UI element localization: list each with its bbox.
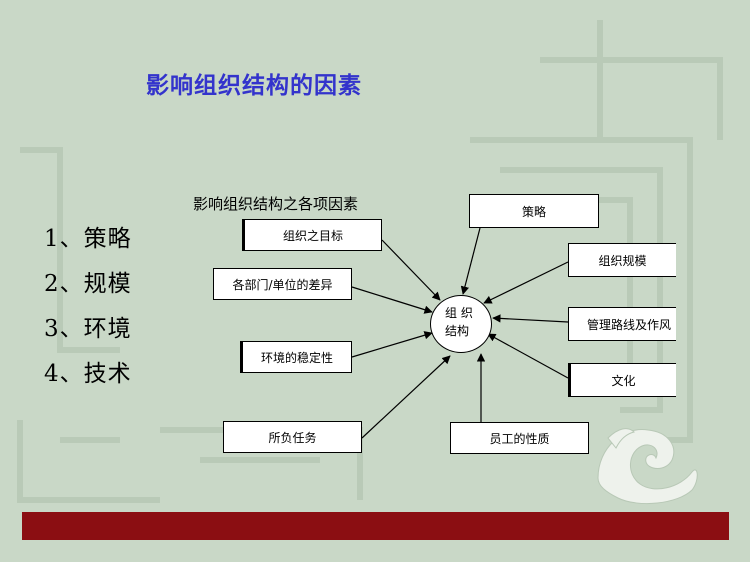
center-label-line2: 结构 <box>445 324 470 338</box>
factor-box-dept-diff: 各部门/单位的差异 <box>213 268 352 300</box>
factor-box-scale: 组织规模 <box>568 243 676 277</box>
arrow-culture <box>487 333 569 379</box>
arrow-dept <box>351 286 433 314</box>
factor-item-technology: 4、技术 <box>44 361 132 387</box>
factor-item-environment: 3、环境 <box>44 316 132 342</box>
factor-item-strategy: 1、策略 <box>44 226 132 252</box>
diagram-title: 影响组织结构之各项因素 <box>193 195 359 213</box>
factor-box-staff: 员工的性质 <box>450 422 589 454</box>
factor-box-goal: 组织之目标 <box>242 219 382 251</box>
arrow-goal <box>381 239 441 301</box>
slide-title: 影响组织结构的因素 <box>146 73 362 99</box>
factor-box-culture: 文化 <box>568 363 676 397</box>
arrow-scale <box>483 261 569 304</box>
factor-box-env-stability: 环境的稳定性 <box>240 341 352 373</box>
factor-item-scale: 2、规模 <box>44 271 132 297</box>
factors-list: 1、策略 2、规模 3、环境 4、技术 <box>44 222 132 402</box>
arrow-task <box>361 355 451 439</box>
arrow-strategy <box>460 227 481 295</box>
center-node-org-structure: 组 织 结构 <box>430 295 492 353</box>
factor-box-task: 所负任务 <box>223 421 362 453</box>
dragon-ornament-icon <box>597 428 698 505</box>
factor-box-strategy: 策略 <box>469 194 599 228</box>
arrow-mgmt <box>492 314 569 323</box>
arrow-env <box>351 331 433 358</box>
center-label-line1: 组 织 <box>445 306 473 320</box>
footer-bar <box>22 512 729 540</box>
factor-box-management: 管理路线及作风 <box>568 307 676 341</box>
